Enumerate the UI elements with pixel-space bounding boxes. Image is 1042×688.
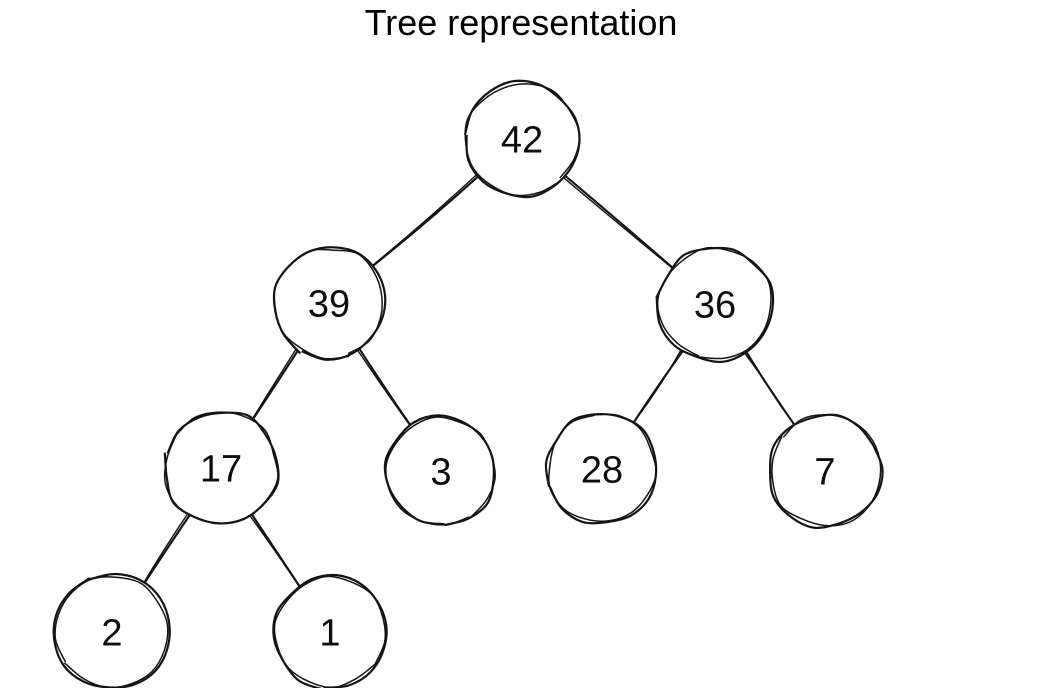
- tree-node: 42: [463, 79, 581, 199]
- node-circle-sketch: [54, 576, 169, 688]
- tree-node: 3: [383, 414, 496, 527]
- node-circle-sketch: [273, 575, 387, 688]
- tree-node: 1: [272, 573, 388, 688]
- edge-stroke: [248, 345, 302, 425]
- node-circle: [383, 414, 495, 527]
- edge-stroke-sketch: [140, 510, 191, 589]
- node-label: 7: [814, 452, 835, 494]
- node-label: 3: [430, 452, 451, 494]
- tree-node: 7: [769, 413, 884, 529]
- node-circle: [52, 572, 171, 688]
- edge-stroke: [356, 345, 414, 430]
- edge-stroke: [140, 511, 193, 589]
- diagram-title: Tree representation: [364, 2, 678, 43]
- tree-node: 17: [163, 411, 280, 525]
- node-circle-sketch: [163, 411, 279, 524]
- edge-stroke-sketch: [560, 174, 676, 271]
- node-label: 39: [308, 284, 350, 326]
- node-label: 1: [319, 613, 340, 655]
- node-label: 42: [501, 120, 543, 162]
- edge-stroke: [561, 172, 676, 271]
- node-label: 2: [101, 613, 122, 655]
- edge-stroke-sketch: [741, 348, 797, 429]
- tree-edge: [248, 344, 302, 425]
- tree-node: 2: [52, 572, 171, 688]
- node-circle-sketch: [385, 416, 496, 526]
- node-label: 17: [200, 449, 242, 491]
- edge-stroke-sketch: [367, 170, 481, 270]
- tree-node: 28: [544, 412, 658, 525]
- tree-edge: [629, 345, 687, 428]
- edge-stroke-sketch: [247, 512, 302, 590]
- tree-edge: [355, 345, 414, 430]
- node-label: 36: [694, 285, 736, 327]
- node-label: 28: [581, 450, 623, 492]
- tree-node: 36: [655, 246, 775, 364]
- edge-stroke-sketch: [355, 346, 413, 430]
- tree-edge: [140, 510, 193, 589]
- node-circle-sketch: [771, 413, 882, 527]
- tree-edge: [247, 511, 303, 590]
- tree-edge: [367, 170, 483, 271]
- tree-edge: [741, 347, 798, 429]
- tree-node: 39: [272, 246, 387, 361]
- node-circle: [655, 246, 775, 364]
- edge-stroke-sketch: [248, 344, 300, 425]
- edge-stroke-sketch: [629, 345, 684, 428]
- node-circle-sketch: [464, 83, 581, 197]
- node-circle-sketch: [656, 246, 772, 360]
- tree-edge: [560, 172, 676, 271]
- node-circle-sketch: [273, 248, 383, 360]
- node-circle-sketch: [548, 413, 657, 522]
